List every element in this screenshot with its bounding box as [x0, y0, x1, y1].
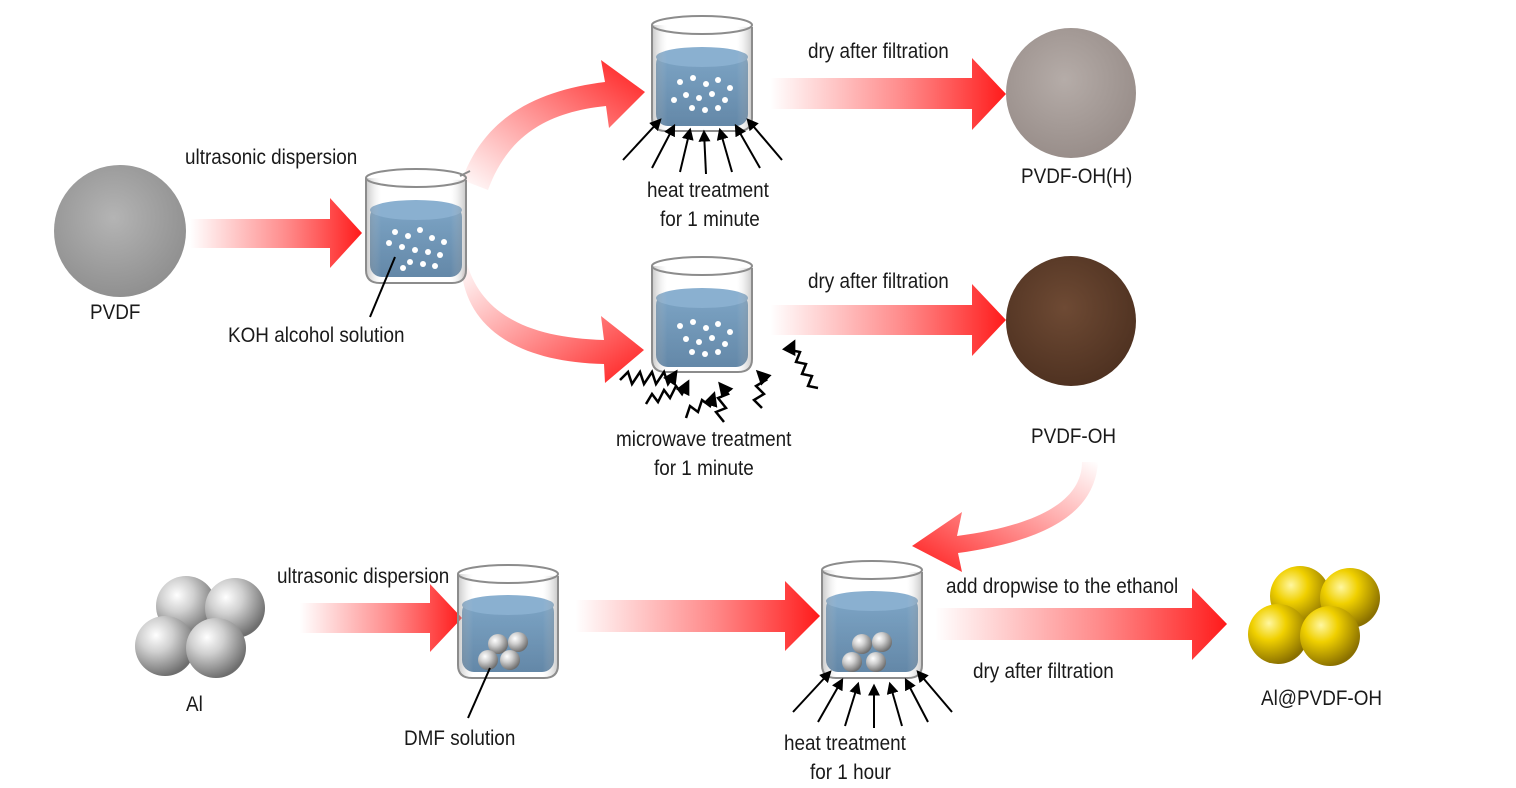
label-heat-2b: for 1 hour	[810, 761, 891, 784]
microwave-waves	[619, 339, 819, 423]
arrow-dmf-to-mix	[575, 581, 820, 651]
label-pvdf-oh-h: PVDF-OH(H)	[1021, 165, 1133, 188]
label-ultrasonic-1: ultrasonic dispersion	[185, 146, 358, 169]
label-heat-2a: heat treatment	[784, 732, 906, 755]
arrow-mix-to-product	[935, 588, 1227, 660]
label-dry-3: dry after filtration	[973, 660, 1114, 683]
dmf-pointer-line	[467, 667, 491, 719]
label-dry-1: dry after filtration	[808, 40, 949, 63]
pvdf-disc	[54, 165, 186, 297]
label-heat-1a: heat treatment	[647, 179, 769, 202]
label-microwave-b: for 1 minute	[654, 457, 754, 480]
pvdf-oh-disc	[1006, 256, 1136, 386]
heat-arrows-top	[622, 118, 783, 175]
label-koh: KOH alcohol solution	[228, 324, 405, 347]
koh-pointer-line	[369, 256, 396, 318]
arrow-koh-to-heat	[462, 60, 645, 190]
arrow-pvdfoh-to-mix	[912, 462, 1098, 572]
dmf-beaker	[457, 564, 559, 679]
label-microwave-a: microwave treatment	[616, 428, 792, 451]
label-dmf: DMF solution	[404, 727, 516, 750]
label-dry-2: dry after filtration	[808, 270, 949, 293]
microwave-beaker	[651, 256, 753, 373]
label-add-dropwise: add dropwise to the ethanol	[946, 575, 1179, 598]
label-pvdf-oh: PVDF-OH	[1031, 425, 1117, 448]
mix-heat-beaker	[821, 560, 923, 679]
label-al: Al	[186, 693, 203, 716]
heat-arrows-bottom	[792, 670, 953, 728]
al-spheres	[135, 576, 265, 678]
arrow-al-to-dmf	[300, 584, 462, 652]
pvdf-oh-h-disc	[1006, 28, 1136, 158]
arrow-pvdf-to-koh	[190, 198, 362, 268]
koh-beaker	[365, 168, 471, 284]
arrow-microwave-to-pvdfoh	[770, 284, 1006, 356]
heat-beaker	[651, 15, 753, 132]
label-al-pvdf-oh: Al@PVDF-OH	[1261, 687, 1383, 710]
label-heat-1b: for 1 minute	[660, 208, 760, 231]
al-pvdf-oh-spheres	[1248, 566, 1380, 666]
arrow-heat-to-pvdfohh	[770, 58, 1006, 130]
arrow-koh-to-microwave	[462, 260, 644, 383]
label-ultrasonic-2: ultrasonic dispersion	[277, 565, 450, 588]
label-pvdf: PVDF	[90, 301, 141, 324]
